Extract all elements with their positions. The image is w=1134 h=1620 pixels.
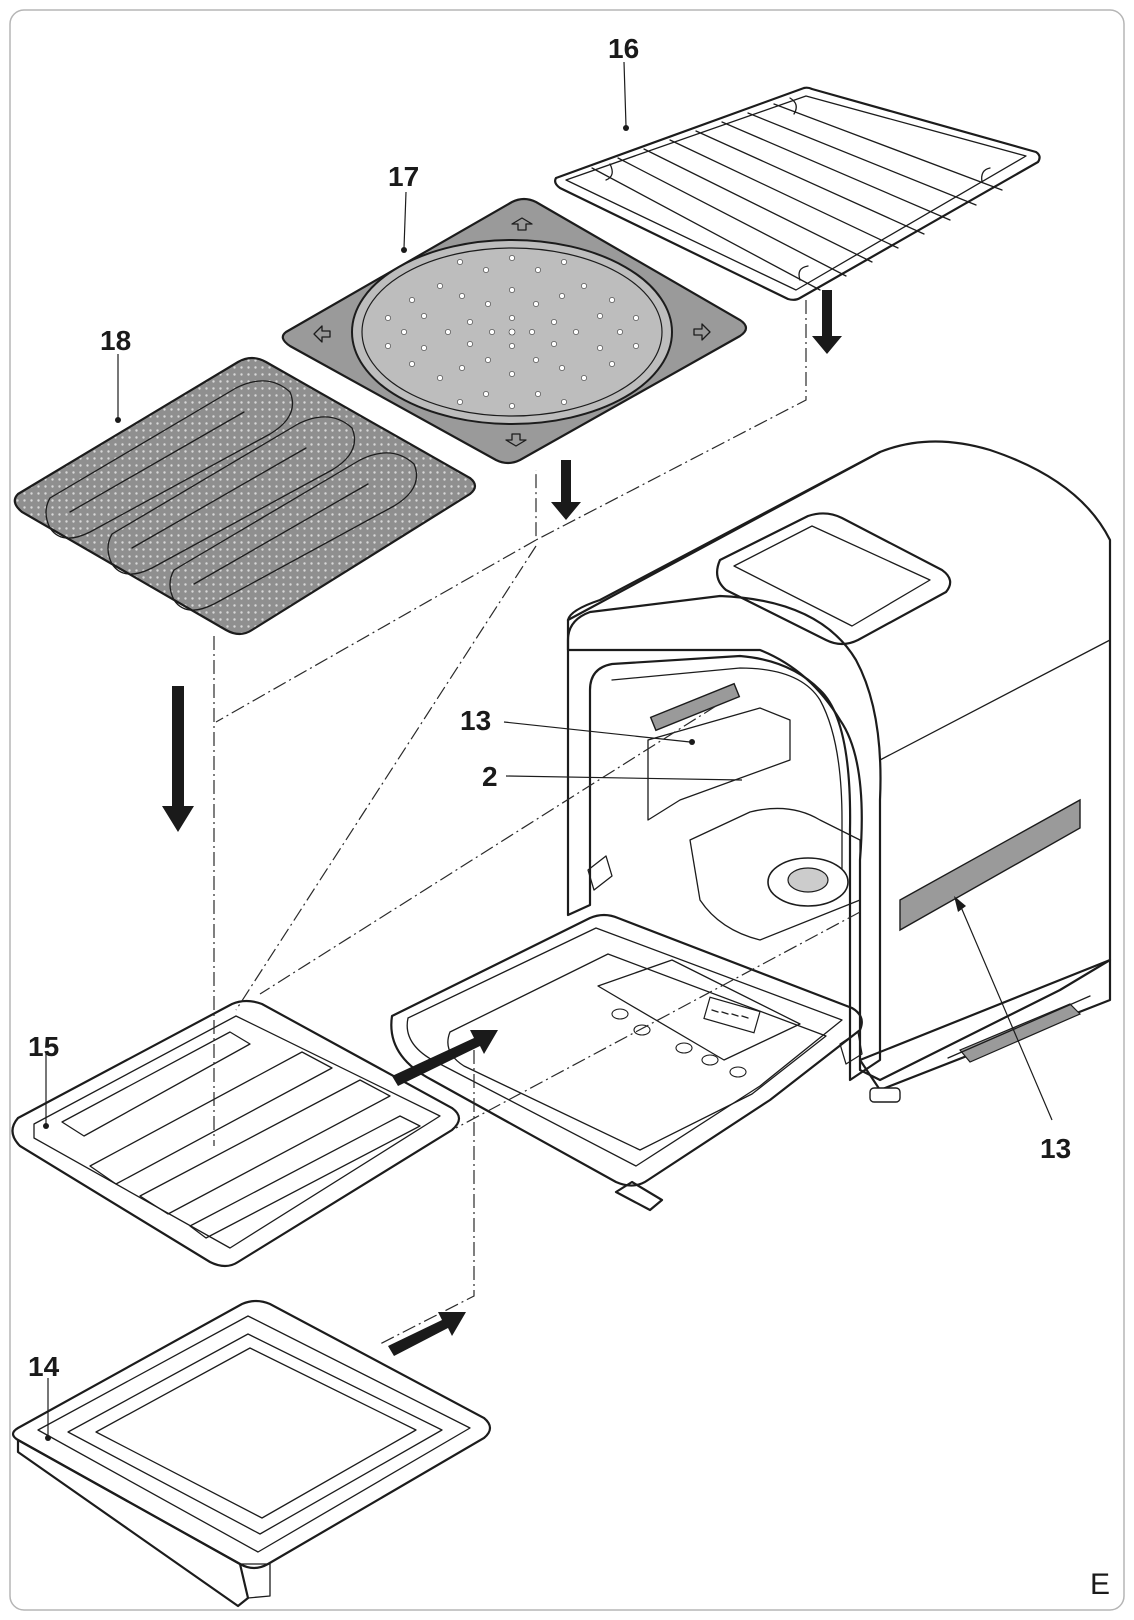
baking-tray: [11, 999, 461, 1268]
baguette-tray: [13, 356, 477, 636]
leader-lines: [43, 61, 1053, 1441]
steam-tray: [281, 197, 748, 465]
arrow-in-baking-tray: [392, 1030, 498, 1086]
callout-17: 17: [388, 161, 419, 192]
rack-wires: [591, 103, 1003, 291]
foot: [869, 1087, 901, 1103]
callout-15: 15: [28, 1031, 59, 1062]
arrow-down-steam-tray: [551, 460, 581, 520]
callout-2: 2: [482, 761, 498, 792]
page-frame: [9, 9, 1125, 1611]
oven-body: [566, 440, 1112, 1103]
drip-tray: [11, 1299, 492, 1608]
section-letter: E: [1090, 1568, 1110, 1601]
control-buttons: [611, 1008, 747, 1078]
callout-14: 14: [28, 1351, 60, 1382]
heating-element-indicator: [649, 682, 741, 732]
oven-door: [390, 855, 863, 1212]
callout-13-upper: 13: [460, 705, 491, 736]
arrow-down-baguette-tray: [162, 686, 194, 832]
wire-rack: [554, 86, 1041, 301]
arrow-in-drip-tray: [388, 1312, 466, 1356]
perforation-holes: [385, 255, 639, 409]
callout-13-lower: 13: [1040, 1133, 1071, 1164]
display-readout: [703, 996, 761, 1034]
callout-16: 16: [608, 33, 639, 64]
arrow-down-rack: [812, 290, 842, 354]
direction-arrows: [162, 290, 842, 1356]
assembly-guide-lines: [213, 300, 861, 1345]
callout-18: 18: [100, 325, 131, 356]
